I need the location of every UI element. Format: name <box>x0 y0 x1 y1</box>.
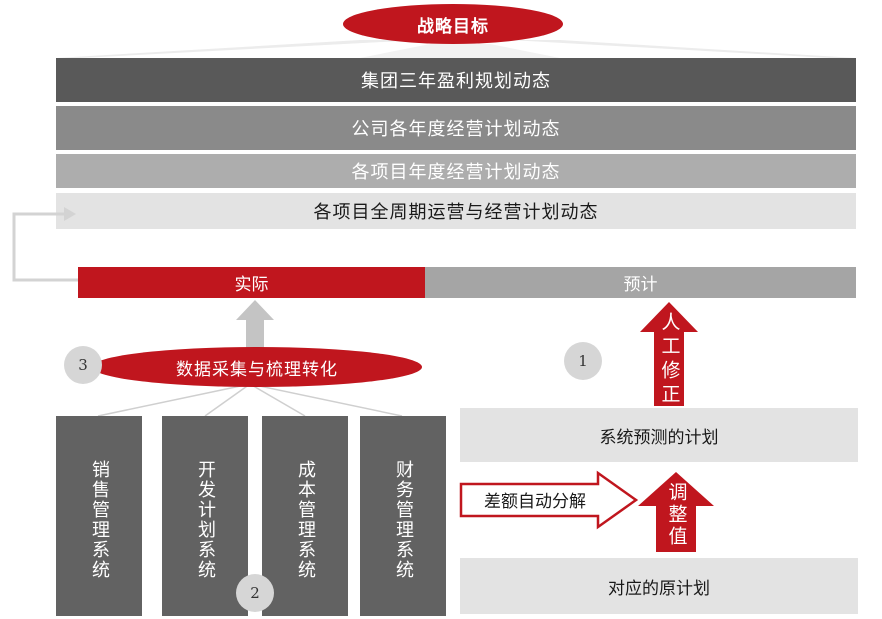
manual-correction-label: 人工修正 <box>658 312 681 408</box>
band-project-lifecycle: 各项目全周期运营与经营计划动态 <box>56 193 856 229</box>
forecast-label: 预计 <box>623 275 658 295</box>
system-forecast-box: 系统预测的计划 <box>460 408 858 462</box>
forecast-bar: 预计 <box>425 267 856 298</box>
band-label: 各项目年度经营计划动态 <box>351 162 561 183</box>
original-plan-box: 对应的原计划 <box>460 558 858 614</box>
auto-breakdown-arrow <box>459 470 639 530</box>
band-project-annual: 各项目年度经营计划动态 <box>56 154 856 188</box>
system-forecast-label: 系统预测的计划 <box>599 427 719 448</box>
adjustment-arrow <box>638 472 714 552</box>
marker-1: 1 <box>564 342 602 380</box>
actual-bar: 实际 <box>78 267 425 298</box>
system-label: 开发计划系统 <box>195 460 216 580</box>
strategic-goal-ellipse: 战略目标 <box>343 4 563 44</box>
top-connector-lines <box>56 40 856 58</box>
manual-correction-arrow <box>640 302 698 406</box>
system-cost: 成本管理系统 <box>262 416 348 616</box>
data-collection-label: 数据采集与梳理转化 <box>176 359 338 380</box>
marker-3: 3 <box>64 346 102 384</box>
band-label: 集团三年盈利规划动态 <box>361 71 551 92</box>
band-group-three-year: 集团三年盈利规划动态 <box>56 58 856 102</box>
band-company-annual: 公司各年度经营计划动态 <box>56 106 856 150</box>
data-collection-ellipse: 数据采集与梳理转化 <box>92 347 422 387</box>
original-plan-label: 对应的原计划 <box>608 578 710 599</box>
band-label: 各项目全周期运营与经营计划动态 <box>313 202 599 223</box>
actual-label: 实际 <box>234 275 269 295</box>
system-label: 成本管理系统 <box>295 460 316 580</box>
band-label: 公司各年度经营计划动态 <box>351 119 561 140</box>
up-arrow-gray <box>236 300 274 348</box>
system-finance: 财务管理系统 <box>360 416 446 616</box>
system-development: 开发计划系统 <box>162 416 248 616</box>
auto-breakdown-label: 差额自动分解 <box>484 492 586 512</box>
adjustment-label: 调整值 <box>665 482 688 548</box>
system-label: 财务管理系统 <box>393 460 414 580</box>
system-label: 销售管理系统 <box>89 460 110 580</box>
system-sales: 销售管理系统 <box>56 416 142 616</box>
strategic-goal-label: 战略目标 <box>417 16 489 37</box>
marker-2: 2 <box>236 574 274 612</box>
